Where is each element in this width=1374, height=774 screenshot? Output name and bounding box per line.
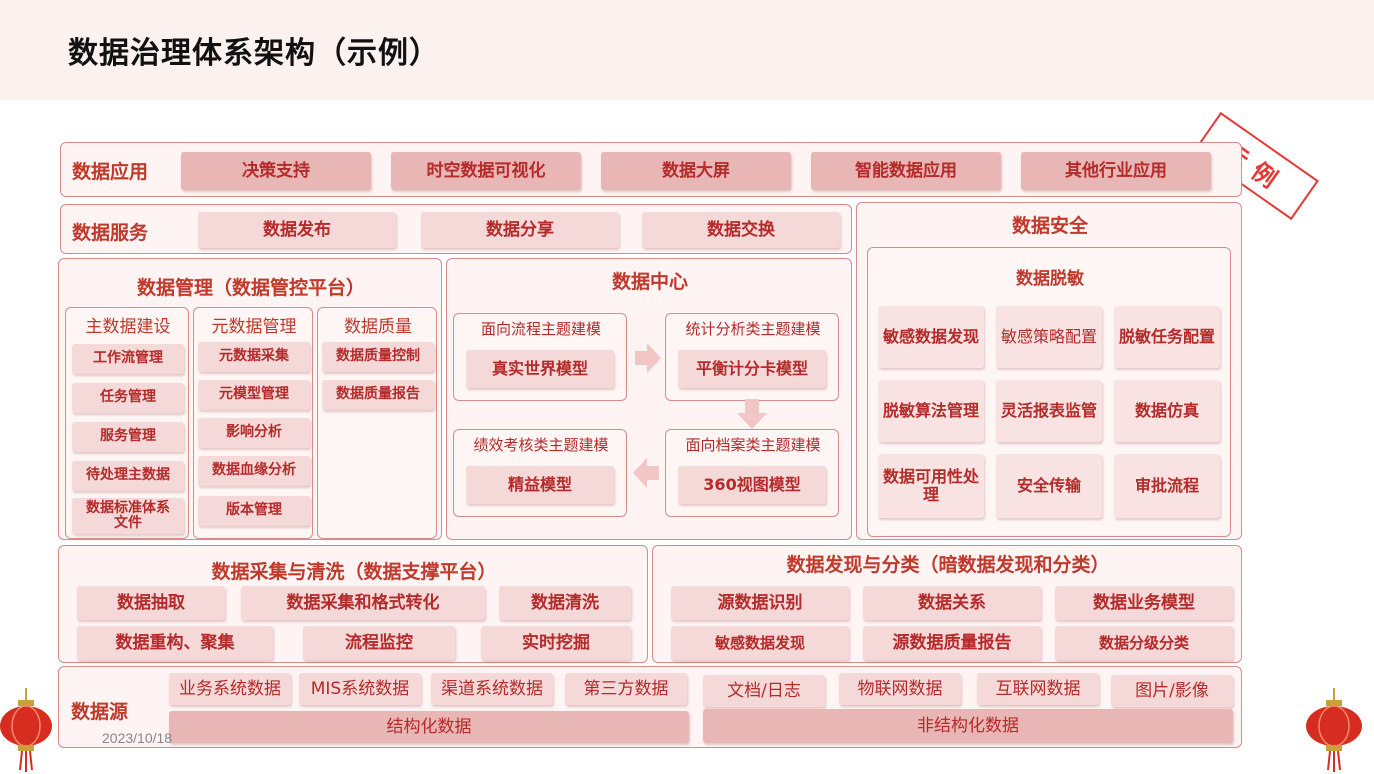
arrow-down-icon [737, 399, 767, 429]
mask-sensitive-discovery[interactable]: 敏感数据发现 [878, 306, 984, 368]
application-layer: 数据应用 决策支持 时空数据可视化 数据大屏 智能数据应用 其他行业应用 [60, 142, 1242, 197]
mask-secure-transfer[interactable]: 安全传输 [996, 454, 1102, 518]
footer-date: 2023/10/18 [102, 730, 173, 746]
center-module-statistics: 统计分析类主题建模 平衡计分卡模型 [665, 313, 839, 401]
header-band [0, 0, 1374, 100]
master-data-title: 主数据建设 [85, 317, 171, 337]
collect-realtime-mining[interactable]: 实时挖掘 [481, 626, 631, 660]
mask-report-supervision[interactable]: 灵活报表监管 [996, 380, 1102, 442]
collect-format-convert[interactable]: 数据采集和格式转化 [241, 586, 485, 620]
masking-title: 数据脱敏 [1016, 269, 1084, 289]
center-module-archive-label: 面向档案类主题建模 [685, 436, 821, 454]
discovery-layer: 数据发现与分类（暗数据发现和分类） 源数据识别 数据关系 数据业务模型 敏感数据… [652, 545, 1242, 663]
meta-version[interactable]: 版本管理 [198, 496, 310, 526]
management-layer: 数据管理（数据管控平台） 主数据建设 工作流管理 任务管理 服务管理 待处理主数… [58, 258, 442, 540]
center-module-performance-label: 绩效考核类主题建模 [473, 436, 609, 454]
center-model-lean[interactable]: 精益模型 [466, 466, 614, 504]
center-module-process-label: 面向流程主题建模 [480, 320, 601, 338]
center-module-performance: 绩效考核类主题建模 精益模型 [453, 429, 627, 517]
discover-business-model[interactable]: 数据业务模型 [1055, 586, 1233, 620]
discover-relationship[interactable]: 数据关系 [863, 586, 1041, 620]
app-intelligent-application[interactable]: 智能数据应用 [811, 152, 1001, 190]
source-title: 数据源 [71, 701, 129, 723]
collect-restructure[interactable]: 数据重构、聚集 [77, 626, 273, 660]
quality-panel: 数据质量 数据质量控制 数据质量报告 [317, 307, 437, 539]
source-unstructured-data[interactable]: 非结构化数据 [703, 709, 1233, 743]
metadata-panel: 元数据管理 元数据采集 元模型管理 影响分析 数据血缘分析 版本管理 [193, 307, 313, 539]
discovery-title: 数据发现与分类（暗数据发现和分类） [786, 554, 1110, 576]
meta-impact-analysis[interactable]: 影响分析 [198, 418, 310, 448]
mask-availability-processing[interactable]: 数据可用性处理 [878, 454, 984, 518]
collect-cleaning[interactable]: 数据清洗 [499, 586, 631, 620]
arrow-left-icon [633, 458, 659, 488]
source-third-party[interactable]: 第三方数据 [565, 673, 687, 705]
collection-layer: 数据采集与清洗（数据支撑平台） 数据抽取 数据采集和格式转化 数据清洗 数据重构… [58, 545, 648, 663]
app-spatiotemporal-visualization[interactable]: 时空数据可视化 [391, 152, 581, 190]
source-internet[interactable]: 互联网数据 [977, 673, 1099, 705]
discover-quality-report[interactable]: 源数据质量报告 [863, 626, 1041, 660]
center-module-process: 面向流程主题建模 真实世界模型 [453, 313, 627, 401]
source-layer: 数据源 业务系统数据 MIS系统数据 渠道系统数据 第三方数据 结构化数据 文档… [58, 666, 1242, 748]
discover-classification[interactable]: 数据分级分类 [1055, 626, 1233, 660]
master-data-panel: 主数据建设 工作流管理 任务管理 服务管理 待处理主数据 数据标准体系文件 [65, 307, 189, 539]
master-pending[interactable]: 待处理主数据 [72, 461, 184, 491]
discover-sensitive[interactable]: 敏感数据发现 [671, 626, 849, 660]
mask-task-config[interactable]: 脱敏任务配置 [1114, 306, 1220, 368]
service-exchange[interactable]: 数据交换 [642, 212, 840, 248]
master-service[interactable]: 服务管理 [72, 422, 184, 452]
data-center-title: 数据中心 [611, 271, 688, 293]
service-layer: 数据服务 数据发布 数据分享 数据交换 [60, 204, 852, 254]
arrow-right-icon [635, 343, 661, 373]
discover-source-identify[interactable]: 源数据识别 [671, 586, 849, 620]
center-module-archive: 面向档案类主题建模 360视图模型 [665, 429, 839, 517]
center-model-360-view[interactable]: 360视图模型 [678, 466, 826, 504]
collection-title: 数据采集与清洗（数据支撑平台） [211, 561, 497, 583]
center-module-statistics-label: 统计分析类主题建模 [685, 320, 821, 338]
lantern-right-icon [1306, 688, 1362, 772]
app-decision-support[interactable]: 决策支持 [181, 152, 371, 190]
page-title: 数据治理体系架构（示例） [68, 36, 440, 71]
center-model-real-world[interactable]: 真实世界模型 [466, 350, 614, 388]
app-big-screen[interactable]: 数据大屏 [601, 152, 791, 190]
mask-approval-flow[interactable]: 审批流程 [1114, 454, 1220, 518]
center-model-balanced-scorecard[interactable]: 平衡计分卡模型 [678, 350, 826, 388]
quality-report[interactable]: 数据质量报告 [322, 380, 434, 410]
source-channel-system[interactable]: 渠道系统数据 [431, 673, 553, 705]
master-standard-docs[interactable]: 数据标准体系文件 [72, 498, 184, 534]
source-iot[interactable]: 物联网数据 [839, 673, 961, 705]
security-title: 数据安全 [1011, 215, 1088, 237]
source-mis-system[interactable]: MIS系统数据 [299, 673, 421, 705]
meta-collection[interactable]: 元数据采集 [198, 342, 310, 372]
quality-control[interactable]: 数据质量控制 [322, 342, 434, 372]
collect-process-monitor[interactable]: 流程监控 [303, 626, 455, 660]
service-share[interactable]: 数据分享 [421, 212, 619, 248]
source-images-video[interactable]: 图片/影像 [1111, 675, 1233, 707]
meta-lineage-analysis[interactable]: 数据血缘分析 [198, 456, 310, 486]
management-title: 数据管理（数据管控平台） [136, 277, 365, 299]
quality-title: 数据质量 [344, 317, 412, 337]
source-docs-logs[interactable]: 文档/日志 [703, 675, 825, 707]
master-workflow[interactable]: 工作流管理 [72, 344, 184, 374]
source-structured-data[interactable]: 结构化数据 [169, 711, 689, 743]
source-business-system[interactable]: 业务系统数据 [169, 673, 291, 705]
application-title: 数据应用 [72, 161, 149, 183]
security-layer: 数据安全 数据脱敏 敏感数据发现 敏感策略配置 脱敏任务配置 脱敏算法管理 灵活… [856, 202, 1242, 540]
mask-data-simulation[interactable]: 数据仿真 [1114, 380, 1220, 442]
service-title: 数据服务 [72, 222, 149, 244]
mask-algorithm-management[interactable]: 脱敏算法管理 [878, 380, 984, 442]
mask-policy-config[interactable]: 敏感策略配置 [996, 306, 1102, 368]
app-other-industry[interactable]: 其他行业应用 [1021, 152, 1211, 190]
service-publish[interactable]: 数据发布 [198, 212, 396, 248]
master-task[interactable]: 任务管理 [72, 383, 184, 413]
lantern-left-icon [0, 688, 52, 772]
data-center-layer: 数据中心 面向流程主题建模 真实世界模型 统计分析类主题建模 平衡计分卡模型 绩… [446, 258, 852, 540]
collect-extract[interactable]: 数据抽取 [77, 586, 225, 620]
meta-model[interactable]: 元模型管理 [198, 380, 310, 410]
masking-panel: 数据脱敏 敏感数据发现 敏感策略配置 脱敏任务配置 脱敏算法管理 灵活报表监管 … [867, 247, 1231, 537]
metadata-title: 元数据管理 [211, 317, 297, 337]
